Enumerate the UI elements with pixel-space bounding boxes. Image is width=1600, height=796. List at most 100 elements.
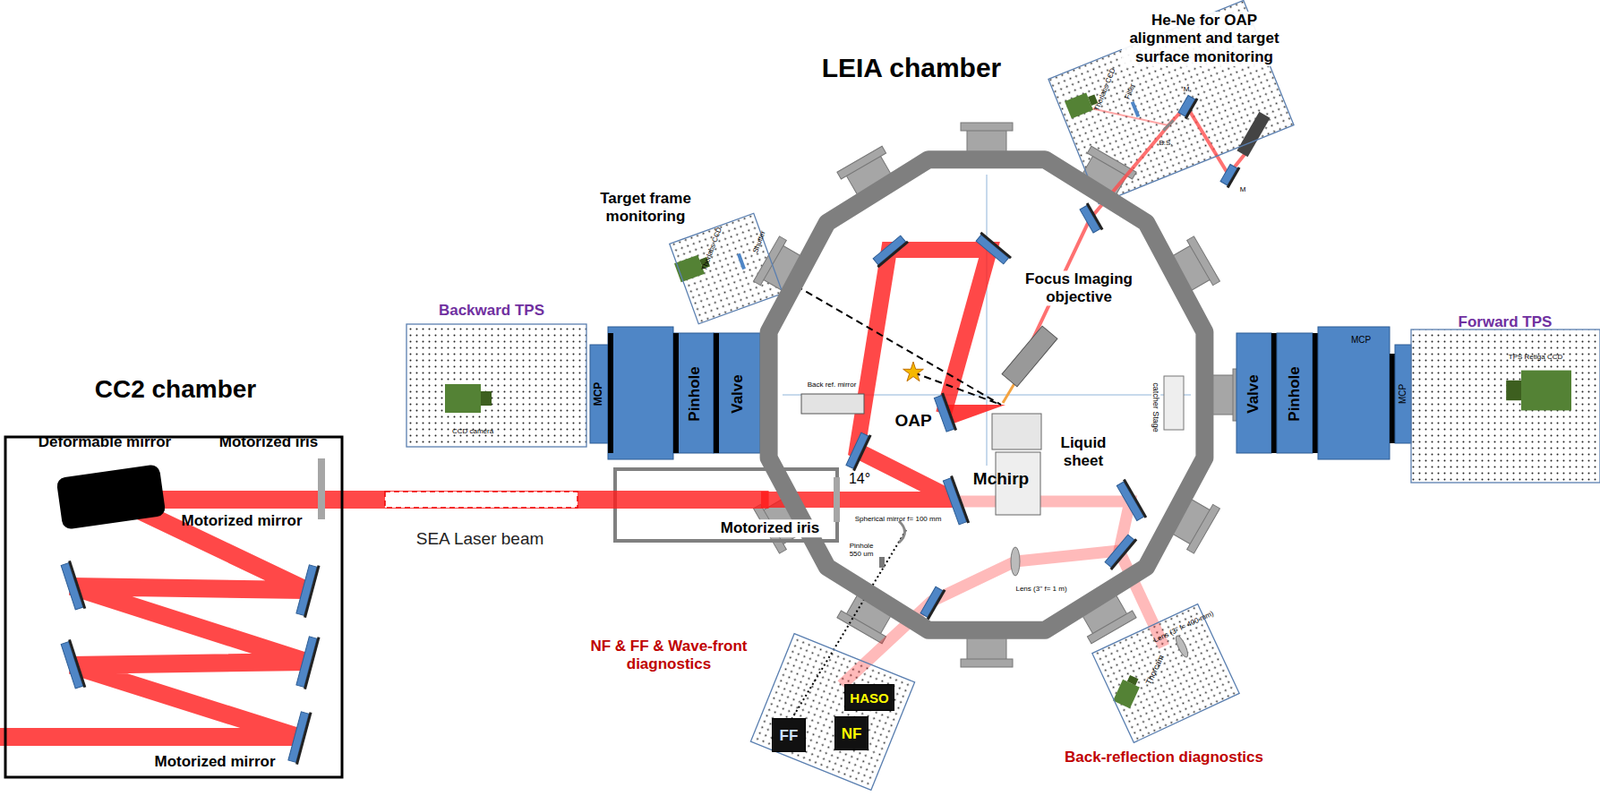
instrument-box: FF [771,718,806,753]
mirror-mount [876,240,909,269]
region-node: Target frame monitoring [581,174,797,327]
hene-laser [1236,111,1270,157]
part-label: Deformable mirror [38,433,172,452]
tps-block [1312,333,1318,454]
node-heading: Target frame monitoring [590,189,702,227]
tps-block [590,344,608,444]
node-border [5,436,343,778]
panel-ground [1048,0,1294,204]
region-node: Forward TPS TPS Retiga CCD [1411,304,1600,488]
iris-plate [833,477,840,522]
mirror-mount [852,434,872,471]
mirror [845,430,872,471]
node-caption: CCD camera [432,427,514,437]
view-line [790,530,907,721]
node-heading: Back-reflection diagnostics [1056,748,1272,767]
shutter [736,253,746,270]
mirror-face [1104,534,1135,567]
node-heading: Backward TPS [402,301,582,320]
part-label: Thorlabs CCD [700,226,724,273]
tps-block [673,333,714,454]
part-label: Liquid sheet [1052,434,1115,470]
mirror-mount [979,231,1012,260]
camera-lens [480,391,492,406]
edge-label: SEA Laser beam [416,529,545,549]
mirror [295,634,320,690]
port-flange [960,122,1013,131]
mirror-mount [1122,479,1147,519]
region-node: NF & FF & Wave-front diagnosticsFF NF HASO [564,626,914,796]
part-label: MCP [1351,334,1371,346]
mirror-face [1116,481,1144,521]
region-node: LEIA chamber [734,44,1254,717]
port-tube [966,128,1007,153]
view-line [795,285,1002,405]
instrument-name: NF [841,726,863,742]
mirror [1219,162,1241,189]
mirror-mount [926,589,947,620]
instrument-name: FF [779,727,799,744]
tps-block [673,333,679,454]
panel-ground [750,633,915,791]
mirror [872,234,909,268]
node-heading: Forward TPS [1415,313,1595,332]
part-label: MCP [592,382,606,407]
instrument-name: HASO [849,691,889,705]
beam-transport-dashed [385,491,578,508]
iris-plate [317,458,326,520]
part-label: Valve [1244,374,1263,414]
mirror-mount [1226,166,1241,189]
port-tube [966,637,1007,661]
pinhole [879,556,885,568]
node-heading: LEIA chamber [768,51,1055,85]
camera [1505,370,1572,411]
spherical-mirror [898,521,906,543]
port-flange [960,658,1013,668]
plasma-star [903,361,925,382]
part-label: Motorized mirror [180,512,302,531]
liquid-sheet-stage [992,413,1042,450]
part-label: Filter [1122,82,1137,101]
camera-body [444,384,481,413]
mirror-mount [68,560,86,609]
part-label: M [1240,185,1247,194]
port-flange [1187,236,1221,286]
part-label: Back ref. mirror [807,380,857,389]
port-flange [1086,610,1137,644]
mirror [295,563,320,618]
mirror [919,585,946,621]
node-border [1048,0,1294,204]
part-label: Valve [728,374,747,414]
port-tube [1211,375,1235,415]
mirror-mount [949,475,970,524]
mirror [1177,94,1198,120]
node-heading: NF & FF & Wave-front diagnostics [573,637,766,675]
camera-body [1521,370,1572,411]
mirror-mount [68,639,86,688]
mirror-mount [295,711,312,765]
node-border [1411,329,1600,483]
tps-block [1394,344,1412,444]
filter [1130,101,1140,118]
mirror [60,639,87,691]
mirror [287,710,312,765]
part-label: Motorized iris [219,433,319,452]
part-label: Thorlabs CCD [1092,67,1118,112]
camera [1112,673,1143,709]
lens [1173,634,1190,659]
camera-body [1064,92,1094,119]
part-label: Thorcam [1144,653,1166,687]
mirror [1115,479,1147,522]
node-border [1092,604,1240,744]
node-outline [734,44,1254,717]
node-caption: TPS Retiga CCD [1490,352,1581,362]
mirror [975,231,1012,266]
instrument-box: HASO [844,684,895,711]
tps-block [1317,326,1390,460]
tps-block [1236,333,1272,454]
port-flange [837,610,887,644]
region-node: Backward TPS CCD camera [402,299,591,453]
part-label: Pinhole 550 um [843,541,880,558]
part-label: Motorized iris [718,519,822,538]
